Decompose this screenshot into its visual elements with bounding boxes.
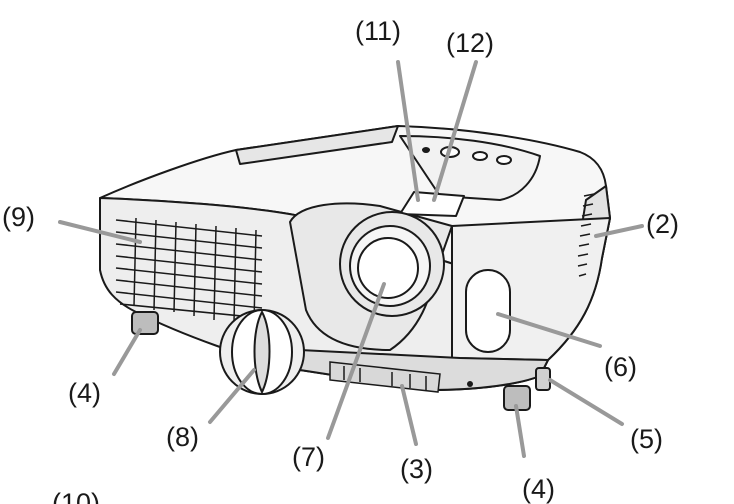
leader-9 — [58, 220, 142, 244]
adjuster-button — [535, 367, 551, 391]
lens — [339, 211, 445, 317]
label-2: (2) — [646, 209, 679, 239]
label-6: (6) — [604, 352, 637, 382]
lens-glass — [357, 237, 419, 299]
label-5: (5) — [630, 424, 663, 454]
exhaust-vent — [577, 193, 595, 277]
leader-5 — [548, 378, 624, 426]
feet — [131, 311, 551, 411]
leader-12 — [432, 60, 478, 202]
callout-labels: (11) (12) (9) (2) (6) (4) (8) (7) (3) (4… — [2, 16, 679, 504]
focus-ring — [219, 309, 305, 395]
rear-panel-detail — [329, 361, 441, 393]
remote-sensor-window — [465, 269, 511, 353]
leader-4a — [112, 328, 142, 376]
control-panel — [399, 135, 541, 201]
bottom-dot — [467, 381, 473, 387]
label-10: (10) — [52, 488, 100, 504]
leader-8 — [208, 368, 256, 424]
label-3: (3) — [400, 454, 433, 484]
lamp-door — [235, 125, 399, 165]
label-11: (11) — [355, 16, 401, 46]
leader-7 — [326, 282, 386, 440]
label-7: (7) — [292, 442, 325, 472]
foot-left — [131, 311, 159, 335]
leader-6 — [496, 312, 602, 348]
leader-2 — [594, 224, 644, 238]
leader-lines — [58, 60, 644, 458]
intake-vents — [115, 217, 263, 325]
leader-4b — [514, 404, 526, 458]
leader-3 — [400, 384, 418, 446]
leader-11 — [396, 60, 420, 202]
label-4-left: (4) — [68, 378, 101, 408]
label-9: (9) — [2, 202, 35, 232]
label-12: (12) — [446, 28, 494, 58]
label-4-right: (4) — [522, 474, 555, 504]
label-8: (8) — [166, 422, 199, 452]
